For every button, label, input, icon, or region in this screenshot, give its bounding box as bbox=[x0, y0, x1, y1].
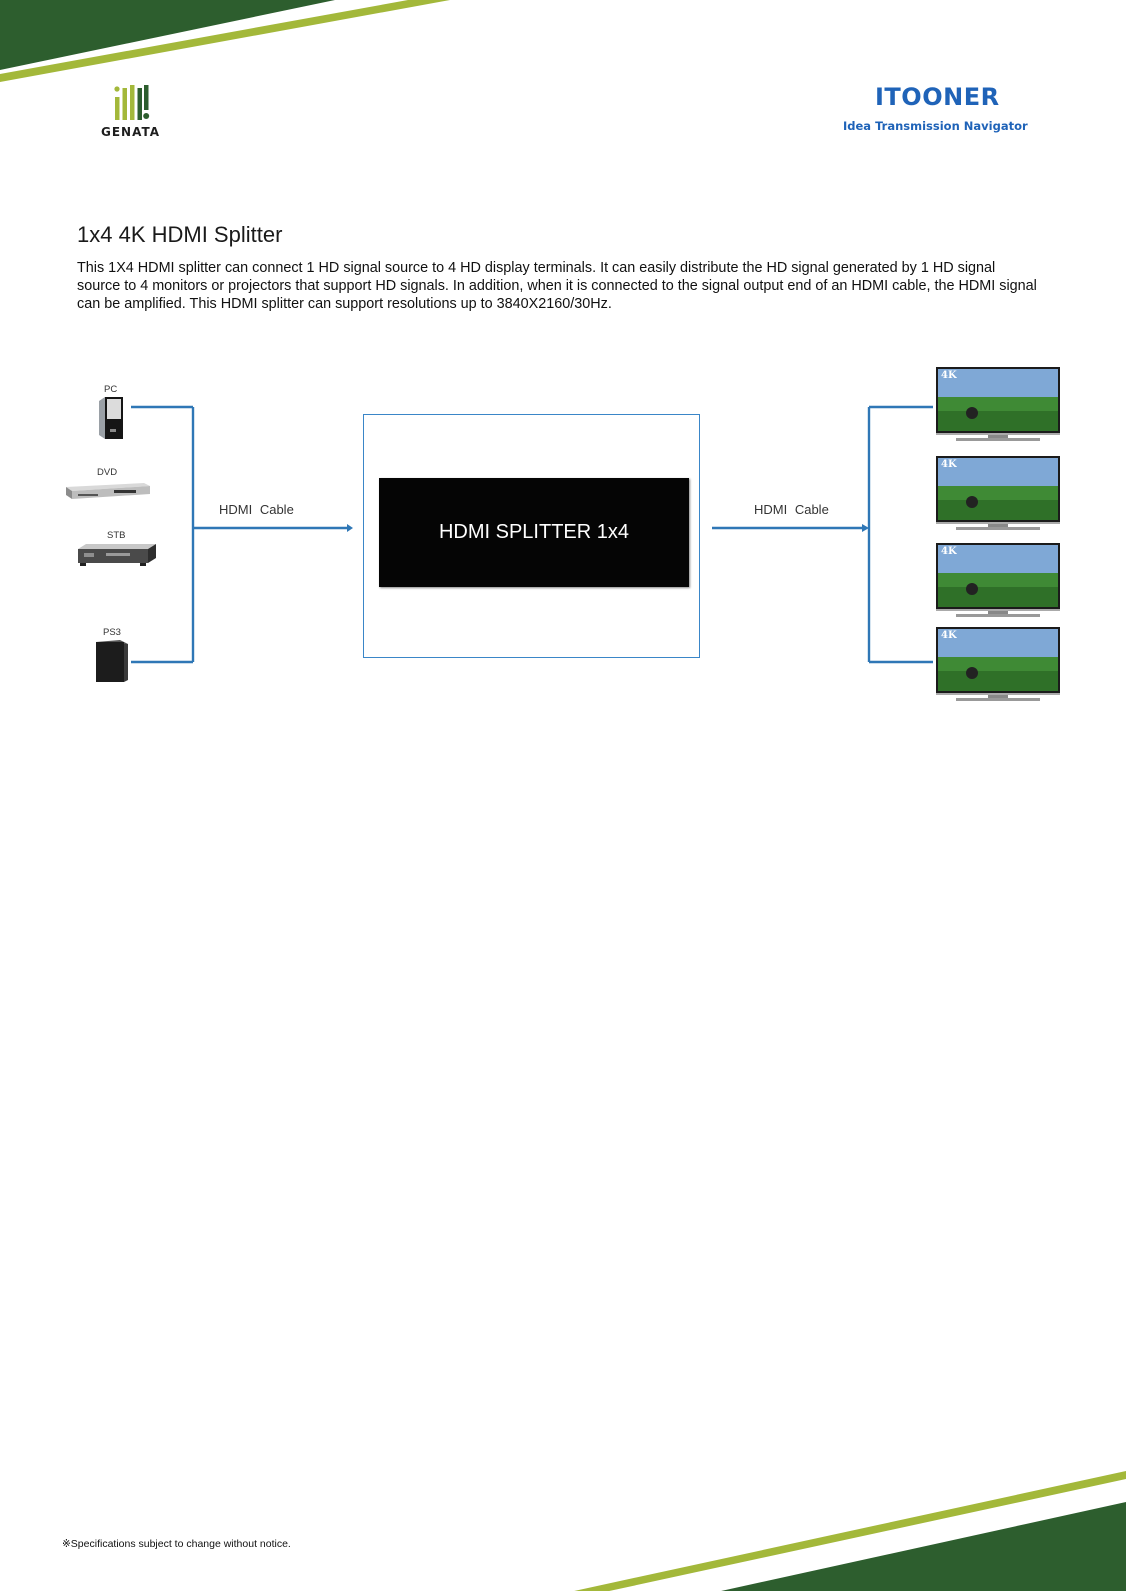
tv-badge-4k: 4K bbox=[941, 546, 957, 557]
tv-badge-4k: 4K bbox=[941, 630, 957, 641]
source-label-stb: STB bbox=[107, 530, 125, 541]
tv-badge-4k: 4K bbox=[941, 370, 957, 381]
game-console-icon bbox=[94, 638, 130, 684]
pc-tower-icon bbox=[97, 395, 125, 441]
source-label-dvd: DVD bbox=[97, 467, 117, 478]
source-label-ps3: PS3 bbox=[103, 627, 121, 638]
hdmi-splitter-device: HDMI SPLITTER 1x4 bbox=[379, 478, 689, 587]
tv-badge-4k: 4K bbox=[941, 459, 957, 470]
input-arrow bbox=[347, 524, 353, 532]
splitter-label: HDMI SPLITTER 1x4 bbox=[439, 521, 629, 544]
output-cable-label: HDMI Cable bbox=[754, 502, 829, 517]
source-label-pc: PC bbox=[104, 384, 117, 395]
input-cable-label: HDMI Cable bbox=[219, 502, 294, 517]
set-top-box-icon bbox=[76, 543, 158, 567]
dvd-player-icon bbox=[64, 481, 152, 501]
footer-note: ※Specifications subject to change withou… bbox=[62, 1538, 291, 1550]
